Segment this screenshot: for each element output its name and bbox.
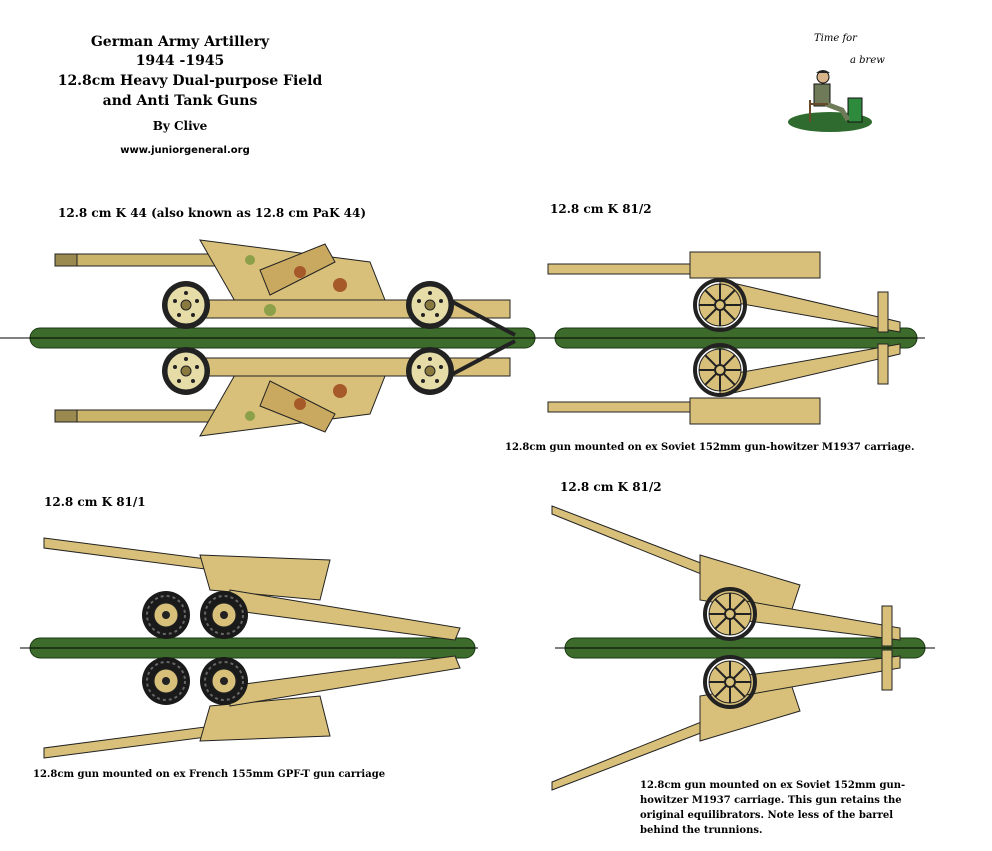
k81-1-gun-drawing	[20, 537, 478, 759]
k81-2-bottom-gun-drawing	[551, 505, 935, 791]
sheet-title-line1: German Army Artillery	[90, 34, 270, 50]
caption-k81-2-bottom: 12.8cm gun mounted on ex Soviet 152mm gu…	[640, 780, 906, 836]
panel-label-k44: 12.8 cm K 44 (also known as 12.8 cm PaK …	[58, 206, 367, 220]
logo-soldier-body	[813, 83, 831, 107]
website-link[interactable]: www.juniorgeneral.org	[120, 145, 250, 156]
logo-text-1: Time for	[814, 33, 857, 44]
tea-drinker-logo	[788, 70, 872, 132]
sheet-title-years: 1944 -1945	[135, 53, 225, 69]
k44-gun-drawing	[0, 239, 548, 437]
sheet-title-line4: and Anti Tank Guns	[102, 93, 258, 109]
k81-2-top-barrel-upper	[547, 263, 709, 275]
k81-2-top-gun-drawing	[540, 251, 925, 425]
logo-jerrycan	[847, 97, 863, 123]
panel-label-k81-2-top: 12.8 cm K 81/2	[550, 202, 652, 216]
panel-label-k81-1: 12.8 cm K 81/1	[44, 495, 146, 509]
panel-label-k81-2-bottom: 12.8 cm K 81/2	[560, 480, 662, 494]
caption-k81-2-top: 12.8cm gun mounted on ex Soviet 152mm gu…	[505, 442, 915, 453]
caption-k81-1: 12.8cm gun mounted on ex French 155mm GP…	[33, 769, 386, 780]
sheet-title-line3: 12.8cm Heavy Dual-purpose Field	[57, 73, 323, 89]
k81-2-top-barrel-lower	[547, 401, 709, 413]
author-credit: By Clive	[152, 119, 208, 133]
logo-text-2: a brew	[850, 55, 885, 66]
